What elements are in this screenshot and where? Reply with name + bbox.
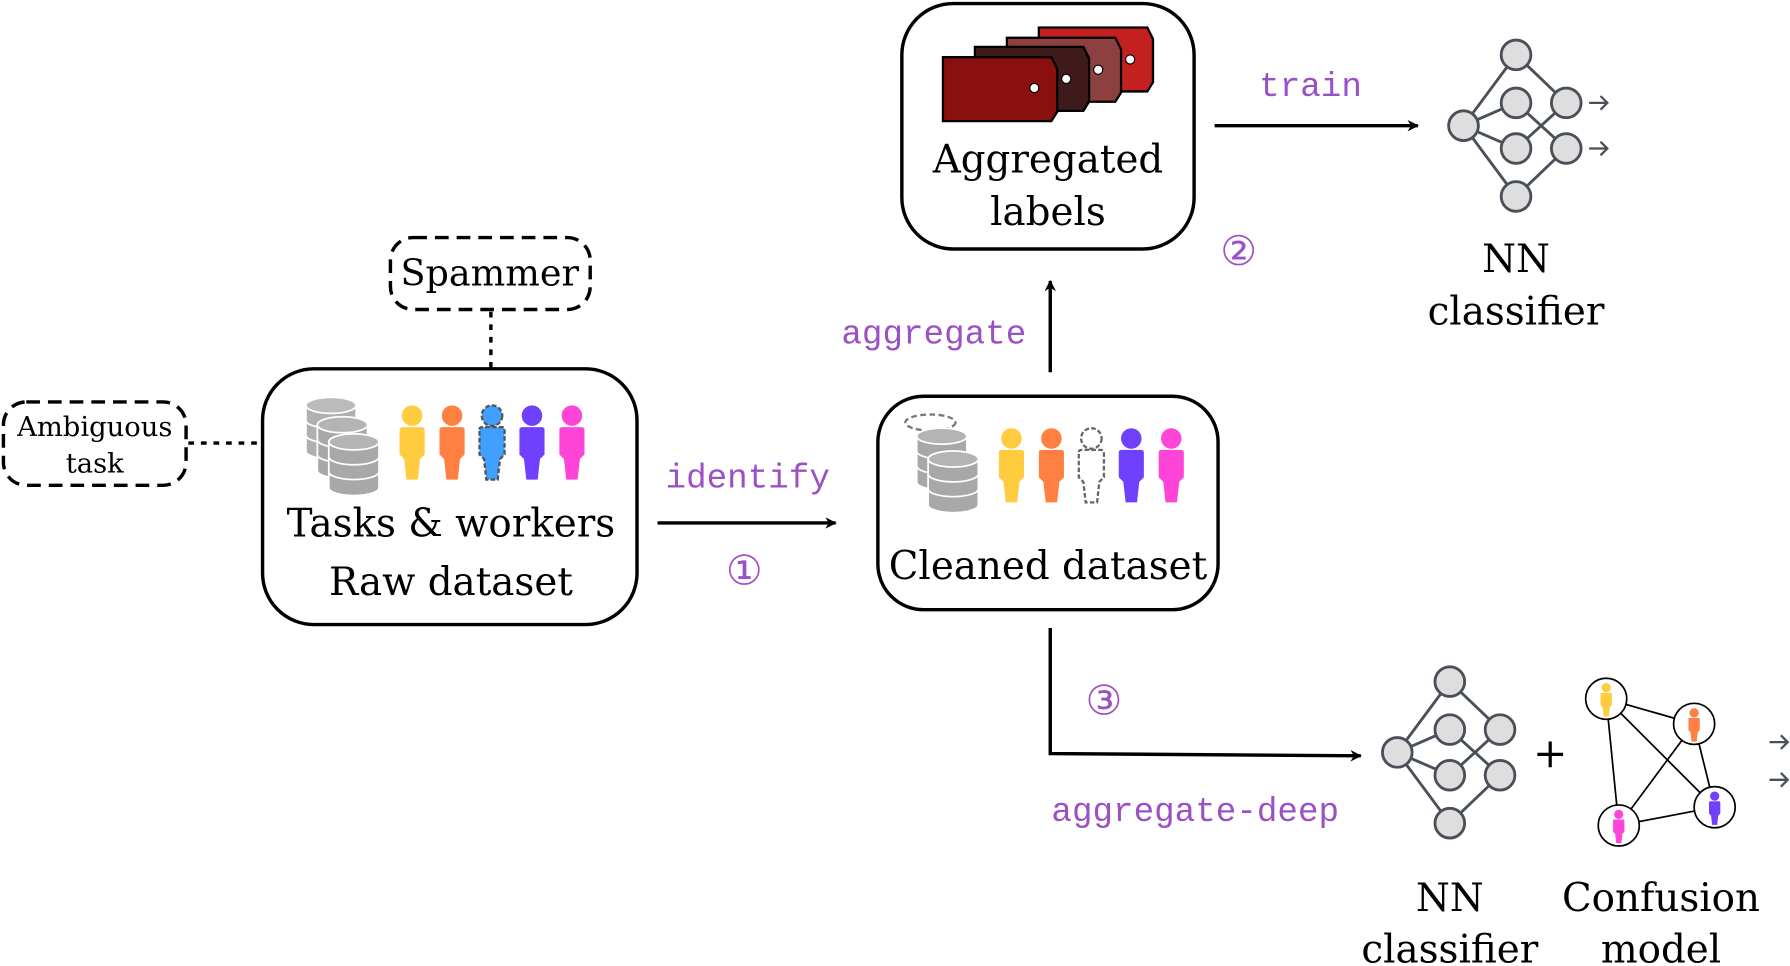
nn-classifier-top-label-2: classifier	[1428, 289, 1605, 334]
confusion-model-label-1: Confusion	[1562, 876, 1760, 921]
spammer-label: Spammer	[400, 252, 579, 295]
nn-classifier-top: NN classifier	[1428, 38, 1609, 334]
ambiguous-task-node: Ambiguous task	[1, 400, 188, 487]
ambiguous-task-label-1: Ambiguous	[16, 412, 172, 443]
neural-network-icon	[1381, 665, 1517, 840]
label-tags-icon	[941, 26, 1155, 123]
neural-network-icon	[1447, 38, 1583, 213]
raw-dataset-node: Tasks & workers Raw dataset	[260, 367, 639, 627]
ambiguous-task-label-2: task	[66, 449, 124, 480]
identify-label: identify	[666, 460, 830, 499]
raw-dataset-label-2: Raw dataset	[329, 560, 573, 605]
aggregated-labels-label-2: labels	[990, 190, 1106, 235]
aggregated-labels-label-1: Aggregated	[932, 137, 1164, 182]
nn-classifier-bottom-label-2: classifier	[1361, 927, 1538, 966]
database-icon	[904, 413, 980, 514]
aggregate-label: aggregate	[841, 316, 1026, 355]
step-one-marker: ①	[726, 547, 763, 595]
confusion-model: Confusion model	[1562, 677, 1790, 966]
nn-classifier-bottom-label-1: NN	[1416, 876, 1484, 921]
aggregate-deep-arrow	[1048, 627, 1362, 762]
aggregated-labels-node: Aggregated labels	[900, 1, 1196, 251]
nn-classifier-bottom: NN classifier	[1361, 665, 1539, 966]
output-arrows-icon	[1589, 95, 1609, 157]
raw-dataset-label-1: Tasks & workers	[287, 502, 616, 547]
train-label: train	[1259, 68, 1362, 107]
cleaned-dataset-node: Cleaned dataset	[876, 394, 1220, 612]
spammer-node: Spammer	[388, 235, 592, 312]
plus-sign: +	[1533, 729, 1567, 777]
confusion-model-label-2: model	[1601, 927, 1721, 966]
aggregate-deep-label: aggregate-deep	[1051, 793, 1339, 832]
step-three-marker: ③	[1085, 677, 1122, 725]
nn-classifier-top-label-1: NN	[1482, 237, 1550, 282]
cleaned-dataset-label: Cleaned dataset	[889, 544, 1208, 589]
output-arrows-icon	[1769, 734, 1790, 788]
step-two-marker: ②	[1220, 227, 1257, 275]
